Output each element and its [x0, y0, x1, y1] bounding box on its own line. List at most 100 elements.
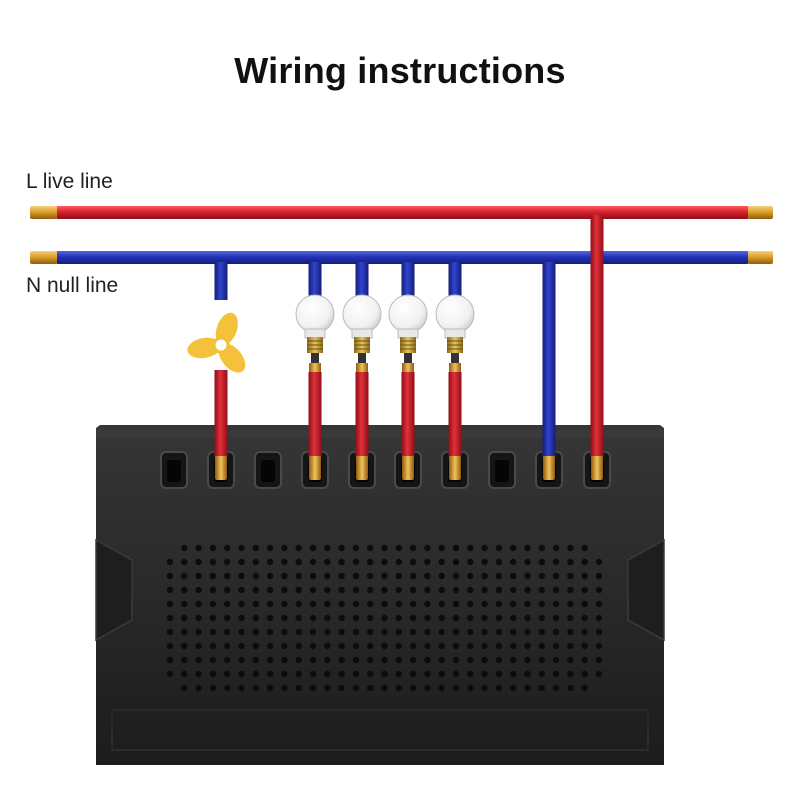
vent-hole [209, 600, 217, 608]
vent-hole [338, 670, 345, 678]
vent-hole [538, 600, 545, 608]
vent-hole [209, 558, 217, 566]
vent-hole [352, 684, 360, 692]
vent-hole [238, 572, 245, 580]
vent-hole [595, 558, 603, 566]
vent-hole [495, 642, 503, 650]
vent-hole [495, 684, 503, 692]
bulb-contact [309, 363, 321, 372]
vent-hole [209, 544, 217, 552]
vent-hole [467, 628, 474, 636]
vent-hole [195, 558, 202, 566]
vent-hole [195, 656, 202, 664]
bulb-contact [449, 363, 461, 372]
vent-hole [324, 586, 331, 594]
terminal-block [160, 451, 611, 489]
terminal-4 [301, 451, 329, 489]
vent-hole [495, 586, 503, 594]
terminal-hole [167, 460, 181, 482]
vent-hole [252, 558, 259, 566]
vent-hole [452, 558, 460, 566]
vent-hole [295, 586, 302, 594]
vent-hole [367, 642, 374, 650]
vent-hole [195, 572, 202, 580]
vent-hole [195, 628, 202, 636]
live-line-wire [30, 206, 773, 219]
vent-hole [224, 670, 231, 678]
vent-hole [252, 572, 259, 580]
vent-hole [510, 642, 517, 650]
vent-hole [381, 642, 388, 650]
vent-hole [467, 684, 474, 692]
vent-hole [295, 572, 302, 580]
vent-hole [295, 614, 302, 622]
null-line-label: N null line [26, 274, 119, 297]
vent-hole [538, 572, 545, 580]
vent-hole [309, 656, 317, 664]
vent-hole [252, 614, 259, 622]
vent-hole [324, 670, 331, 678]
vent-hole [309, 544, 317, 552]
vent-hole [381, 600, 388, 608]
vent-hole [524, 544, 531, 552]
terminal-copper [356, 452, 368, 480]
vent-hole [467, 670, 474, 678]
bulb-4-terminal-wire [448, 372, 462, 456]
vent-hole [552, 614, 560, 622]
vent-hole [181, 656, 188, 664]
null-wire-end-left [30, 251, 57, 264]
vent-hole [595, 628, 603, 636]
vent-hole [581, 544, 588, 552]
vent-hole [309, 614, 317, 622]
vent-hole [324, 572, 331, 580]
vent-hole [495, 614, 503, 622]
vent-hole [195, 544, 202, 552]
vent-hole [495, 656, 503, 664]
terminal-7 [441, 451, 469, 489]
vent-hole [281, 586, 288, 594]
vent-hole [409, 628, 417, 636]
bulb-tip [358, 353, 366, 363]
vent-hole [252, 586, 259, 594]
vent-hole [367, 670, 374, 678]
vent-hole [481, 684, 488, 692]
vent-hole [238, 656, 245, 664]
bulb-neck [351, 328, 373, 339]
vent-hole [409, 544, 417, 552]
vent-hole [395, 628, 402, 636]
vent-hole [238, 558, 245, 566]
vent-hole [324, 558, 331, 566]
vent-hole [252, 656, 259, 664]
vent-hole [424, 544, 431, 552]
vent-hole [352, 572, 360, 580]
vent-hole [595, 572, 603, 580]
vent-hole [224, 614, 231, 622]
vent-hole [481, 656, 488, 664]
vent-hole [452, 684, 460, 692]
terminal-10 [583, 451, 611, 489]
bulb-4-null-wire [448, 262, 462, 300]
vent-hole [495, 670, 503, 678]
vent-hole [452, 628, 460, 636]
vent-hole [209, 628, 217, 636]
vent-hole [581, 614, 588, 622]
vent-hole [367, 558, 374, 566]
vent-hole [209, 572, 217, 580]
null-wire-end-right [748, 251, 773, 264]
vent-hole [295, 544, 302, 552]
vent-hole [510, 558, 517, 566]
vent-hole [595, 586, 603, 594]
vent-hole [352, 586, 360, 594]
vent-hole [181, 670, 188, 678]
vent-hole [238, 670, 245, 678]
live-wire-end-left [30, 206, 57, 219]
vent-hole [438, 558, 445, 566]
vent-hole [395, 614, 402, 622]
vent-hole [438, 600, 445, 608]
terminal-copper [309, 452, 321, 480]
vent-hole [266, 572, 274, 580]
vent-hole [352, 642, 360, 650]
bulb-2-null-wire [355, 262, 369, 300]
vent-hole [338, 572, 345, 580]
